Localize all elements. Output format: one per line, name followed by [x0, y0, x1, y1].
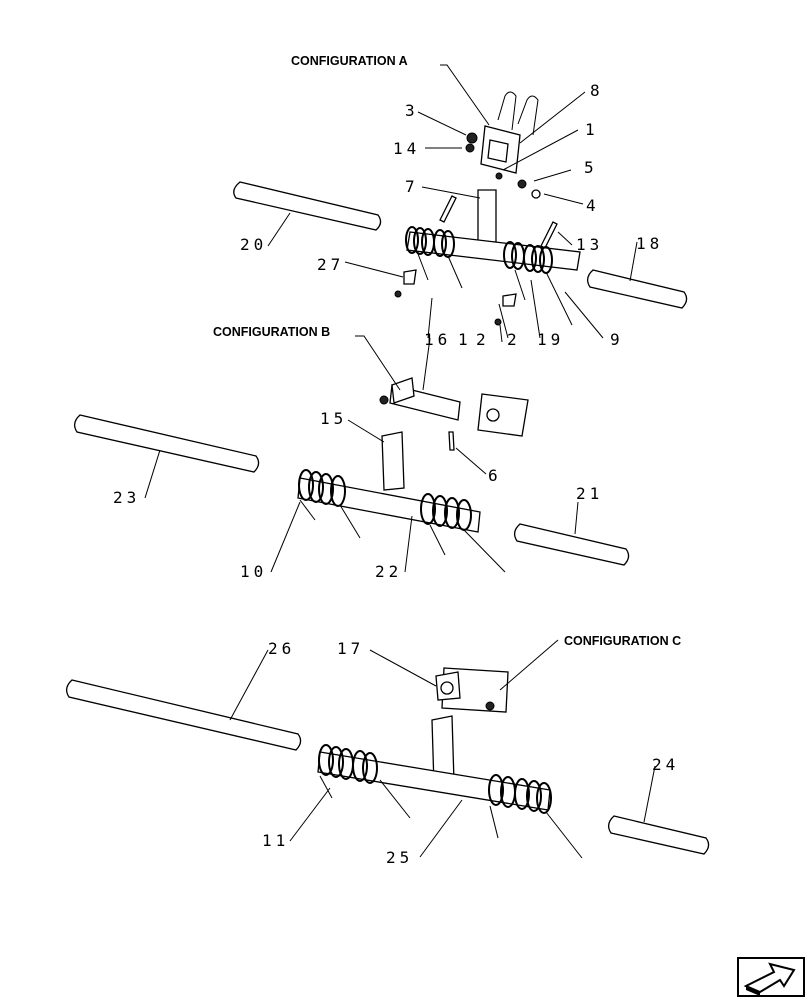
callout-25: 25 — [386, 848, 413, 867]
pin-13-right — [540, 221, 558, 249]
tube-24 — [607, 815, 710, 855]
leader-lines — [144, 64, 656, 858]
callout-27: 27 — [317, 255, 344, 274]
square-tube-15 — [381, 431, 405, 491]
configuration-c-label: CONFIGURATION C — [564, 634, 681, 648]
callout-20: 20 — [240, 235, 267, 254]
tube-20 — [233, 181, 382, 231]
callout-24: 24 — [652, 755, 679, 774]
callout-4: 4 — [586, 196, 600, 215]
callout-8: 8 — [590, 81, 604, 100]
bracket-b — [477, 393, 529, 437]
callout-6: 6 — [488, 466, 502, 485]
configuration-c-group: CONFIGURATION C — [65, 634, 710, 859]
configuration-a-label: CONFIGURATION A — [291, 54, 408, 68]
pin-6 — [448, 431, 455, 451]
next-page-arrow-icon[interactable] — [737, 957, 805, 997]
tube-18 — [586, 269, 688, 309]
callout-7: 7 — [405, 177, 419, 196]
callout-14: 14 — [393, 139, 420, 158]
tube-26 — [65, 679, 302, 751]
configuration-b-label: CONFIGURATION B — [213, 325, 330, 339]
callout-19: 19 — [537, 330, 564, 349]
mounting-bracket-a — [465, 91, 539, 180]
callout-23: 23 — [113, 488, 140, 507]
springs-c — [318, 744, 583, 859]
clip-27b — [502, 293, 517, 307]
tube-23 — [73, 414, 260, 473]
configuration-b-group: CONFIGURATION B — [73, 325, 630, 573]
callout-15: 15 — [320, 409, 347, 428]
callout-3: 3 — [405, 101, 419, 120]
callout-16: 16 — [424, 330, 451, 349]
callouts: 8 3 1 14 5 7 4 13 18 20 27 16 1 2 2 19 9… — [113, 81, 679, 867]
tube-21 — [513, 523, 630, 566]
clip-27 — [403, 269, 417, 285]
springs-b — [298, 469, 506, 573]
callout-12: 1 — [458, 330, 472, 349]
callout-13: 13 — [576, 235, 603, 254]
callout-10: 10 — [240, 562, 267, 581]
configuration-a-group: CONFIGURATION A — [233, 54, 688, 326]
callout-2b: 2 — [507, 330, 521, 349]
callout-5: 5 — [584, 158, 598, 177]
callout-26: 26 — [268, 639, 295, 658]
callout-18: 18 — [636, 234, 663, 253]
pin-13-left — [439, 195, 457, 223]
callout-2a: 2 — [476, 330, 490, 349]
square-tube-7 — [477, 189, 497, 243]
callout-22: 22 — [375, 562, 402, 581]
callout-21: 21 — [576, 484, 603, 503]
callout-1: 1 — [585, 120, 599, 139]
springs-a — [405, 226, 573, 326]
callout-11: 11 — [262, 831, 289, 850]
callout-17: 17 — [337, 639, 364, 658]
callout-9: 9 — [610, 330, 624, 349]
